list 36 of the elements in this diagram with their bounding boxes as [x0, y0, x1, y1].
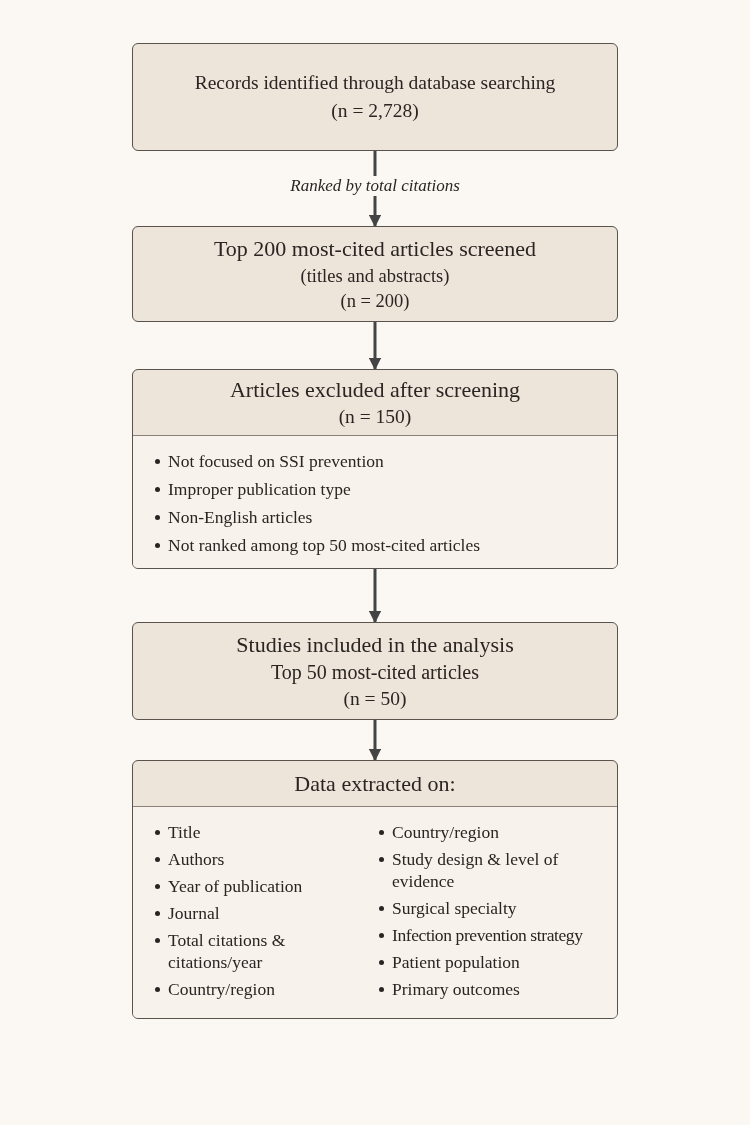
list-item: Improper publication type	[168, 478, 351, 500]
box-heading: Articles excluded after screening	[229, 375, 521, 404]
process-box	[132, 43, 618, 151]
list-item: Non-English articles	[168, 506, 313, 528]
box-text: (titles and abstracts)	[300, 264, 450, 288]
list-item: Surgical specialty	[392, 897, 517, 919]
box-heading: Records identified through database searching	[194, 70, 556, 95]
edge-label: Ranked by total citations	[287, 175, 463, 196]
list-item: Country/region	[168, 978, 275, 1000]
list-box	[132, 369, 618, 569]
process-box	[132, 622, 618, 720]
box-text: (n = 150)	[338, 405, 412, 430]
arrow	[368, 322, 382, 371]
list-item: Total citations & citations/year	[168, 929, 287, 973]
box-text: Top 50 most-cited articles	[271, 660, 479, 686]
box-text: (n = 200)	[340, 289, 410, 313]
arrow	[368, 720, 382, 762]
process-box	[132, 226, 618, 322]
box-heading: Studies included in the analysis	[236, 630, 514, 659]
box-text: (n = 50)	[343, 687, 407, 712]
box-heading: Data extracted on:	[294, 769, 456, 798]
list-item: Country/region	[392, 821, 499, 843]
list-item: Title	[168, 821, 201, 843]
arrow	[368, 569, 382, 624]
list-item: Patient population	[392, 951, 520, 973]
list-item: Year of publication	[168, 875, 303, 897]
box-text: (n = 2,728)	[331, 99, 419, 123]
list-item: Not ranked among top 50 most-cited articles	[168, 534, 480, 556]
list-item: Not focused on SSI prevention	[168, 450, 384, 472]
list-box	[132, 760, 618, 1019]
list-item: Journal	[168, 902, 220, 924]
list-item: Primary outcomes	[392, 978, 520, 1000]
list-item: Study design & level of evidence	[392, 848, 560, 892]
list-item: Infection prevention strategy	[392, 924, 583, 946]
list-item: Authors	[168, 848, 225, 870]
box-heading: Top 200 most-cited articles screened	[213, 235, 537, 263]
